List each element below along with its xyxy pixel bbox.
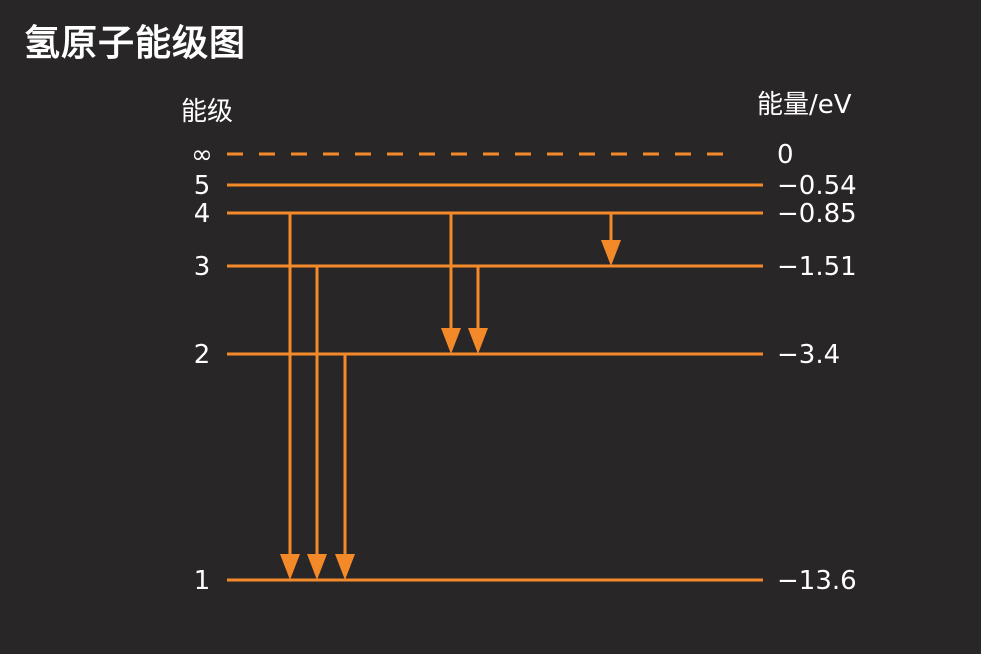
level-energy-label: −0.54 xyxy=(777,171,857,201)
level-number-label: 5 xyxy=(194,171,211,201)
transition-arrow-4-3 xyxy=(601,213,621,266)
level-energy-label: −13.6 xyxy=(777,566,857,596)
level-energy-label: −3.4 xyxy=(777,340,840,370)
level-energy-label: −1.51 xyxy=(777,252,857,282)
arrow-head xyxy=(307,554,327,580)
level-number-label: 2 xyxy=(194,340,211,370)
transition-arrow-3-2 xyxy=(468,266,488,354)
arrow-head xyxy=(601,240,621,266)
transition-arrow-4-1 xyxy=(280,213,300,580)
transition-arrow-4-2 xyxy=(441,213,461,354)
level-number-label: 1 xyxy=(194,566,211,596)
transition-arrow-2-1 xyxy=(335,354,355,580)
page-title: 氢原子能级图 xyxy=(24,23,247,64)
energy-axis-header: 能量/eV xyxy=(757,90,852,120)
level-number-label: 3 xyxy=(194,252,211,282)
level-energy-label: −0.85 xyxy=(777,199,857,229)
level-number-label: 4 xyxy=(194,199,211,229)
transition-arrow-3-1 xyxy=(307,266,327,580)
level-number-label: ∞ xyxy=(191,140,213,170)
arrow-head xyxy=(468,328,488,354)
arrow-head xyxy=(441,328,461,354)
arrow-head xyxy=(335,554,355,580)
level-axis-header: 能级 xyxy=(181,97,234,127)
arrow-head xyxy=(280,554,300,580)
level-energy-label: 0 xyxy=(777,140,794,170)
